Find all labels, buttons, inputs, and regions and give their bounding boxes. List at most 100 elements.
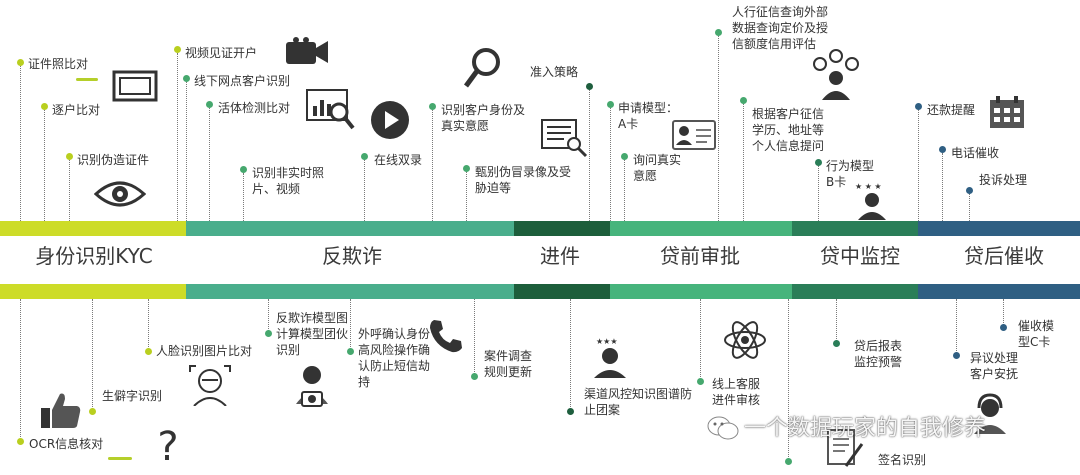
- document-search-icon: [541, 119, 588, 158]
- connector: [364, 160, 365, 221]
- item-forged-video-duress: 甄别伪冒录像及受胁迫等: [475, 165, 572, 195]
- band-bottom-mid-loan: [792, 284, 918, 299]
- connector: [474, 299, 475, 376]
- band-bottom-post-loan: [918, 284, 1080, 299]
- accent-dash: [76, 78, 98, 81]
- connector-dot: [41, 103, 48, 110]
- connector-dot: [463, 165, 470, 172]
- svg-text:★★★: ★★★: [596, 337, 618, 346]
- item-personal-info-questions: 根据客户征信学历、地址等个人信息提问: [752, 107, 825, 153]
- id-card-icon: [672, 120, 716, 150]
- rated-person-icon: ★ ★ ★: [855, 182, 886, 220]
- magnifier-icon: [463, 48, 500, 88]
- connector: [918, 110, 919, 221]
- connector: [1003, 299, 1004, 327]
- connector: [466, 172, 467, 221]
- photographer-icon: [296, 366, 328, 407]
- connector: [788, 299, 789, 461]
- connector: [942, 153, 943, 221]
- connector-dot: [966, 187, 973, 194]
- band-top-post-loan: [918, 221, 1080, 236]
- svg-text:★ ★ ★: ★ ★ ★: [855, 182, 882, 191]
- band-top-mid-loan: [792, 221, 918, 236]
- connector: [148, 299, 149, 351]
- item-per-user-compare: 逐户比对: [52, 103, 101, 117]
- item-repayment-reminder: 还款提醒: [927, 103, 976, 117]
- phase-label-kyc: 身份识别KYC: [35, 244, 153, 268]
- question-mark-icon: ?: [157, 424, 178, 468]
- connector-dot: [183, 75, 190, 82]
- play-icon: [371, 101, 409, 139]
- atom-icon: [724, 321, 766, 359]
- face-scan-icon: [189, 365, 231, 406]
- connector-dot: [697, 378, 704, 385]
- monitor-icon: [112, 70, 158, 102]
- phase-label-post-loan: 贷后催收: [964, 244, 1044, 268]
- item-channel-risk-graph: 渠道风控知识图谱防止团案: [584, 387, 693, 417]
- band-bottom-application: [514, 284, 610, 299]
- connector: [432, 110, 433, 221]
- band-top-pre-loan: [610, 221, 792, 236]
- connector-dot: [89, 408, 96, 415]
- connector: [350, 299, 351, 351]
- connector: [20, 299, 21, 441]
- item-signature-recognition: 签名识别: [878, 453, 927, 467]
- item-online-cs-review: 线上客服进件审核: [712, 377, 761, 407]
- connector-dot: [740, 97, 747, 104]
- connector: [44, 110, 45, 221]
- item-liveness-compare: 活体检测比对: [218, 101, 291, 115]
- connector-dot: [174, 46, 181, 53]
- person-data-icon: [813, 49, 859, 100]
- connector-dot: [833, 340, 840, 347]
- connector: [69, 160, 70, 221]
- accent-dash: [108, 457, 132, 460]
- item-behavior-model-b-card: 行为模型B卡: [826, 159, 875, 189]
- connector-dot: [939, 146, 946, 153]
- connector: [268, 299, 269, 333]
- connector: [186, 82, 187, 221]
- item-face-image-compare: 人脸识别图片比对: [156, 344, 253, 358]
- connector-dot: [586, 83, 593, 90]
- connector: [20, 66, 21, 221]
- connector-dot: [815, 159, 822, 166]
- item-forged-id-detection: 识别伪造证件: [77, 153, 150, 167]
- timeline-band-top: [0, 221, 1080, 236]
- connector: [92, 299, 93, 411]
- item-branch-customer-id: 线下网点客户识别: [194, 74, 291, 88]
- connector: [209, 108, 210, 221]
- band-bottom-anti-fraud: [186, 284, 514, 299]
- item-post-loan-report: 贷后报表监控预警: [854, 339, 903, 369]
- connector-dot: [206, 101, 213, 108]
- signature-document-icon: [827, 429, 864, 467]
- item-graph-gang-detection: 反欺诈模型图计算模型团伙识别: [276, 311, 349, 357]
- item-credit-query-pricing: 人行征信查询外部数据查询定价及授信额度信用评估: [732, 5, 829, 51]
- phone-icon: [430, 320, 462, 353]
- watermark-text: 一个数据玩家的自我修养: [744, 416, 987, 441]
- headset-agent-icon: [974, 393, 1006, 434]
- band-top-anti-fraud: [186, 221, 514, 236]
- phase-label-anti-fraud: 反欺诈: [322, 244, 382, 268]
- connector-dot: [429, 103, 436, 110]
- band-top-application: [514, 221, 610, 236]
- wechat-icon: [707, 416, 739, 440]
- item-rare-char-recognition: 生僻字识别: [102, 389, 163, 403]
- connector-dot: [361, 153, 368, 160]
- item-identity-intent: 识别客户身份及真实意愿: [441, 103, 526, 133]
- chart-magnifier-icon: [306, 89, 355, 130]
- video-camera-icon: [286, 37, 328, 64]
- connector-dot: [567, 408, 574, 415]
- connector: [718, 36, 719, 221]
- item-collection-model-c-card: 催收模型C卡: [1018, 319, 1055, 349]
- item-phone-collection: 电话催收: [951, 146, 1000, 160]
- connector-dot: [785, 458, 792, 465]
- thumbs-up-icon: [41, 393, 81, 428]
- customer-service-icon: ★★★: [594, 337, 626, 378]
- connector-dot: [347, 348, 354, 355]
- calendar-icon: [990, 96, 1024, 128]
- connector-dot: [17, 438, 24, 445]
- item-online-dual-recording: 在线双录: [374, 153, 423, 167]
- phase-label-application: 进件: [540, 244, 580, 268]
- connector: [589, 90, 590, 221]
- item-complaint-handling: 投诉处理: [979, 173, 1028, 187]
